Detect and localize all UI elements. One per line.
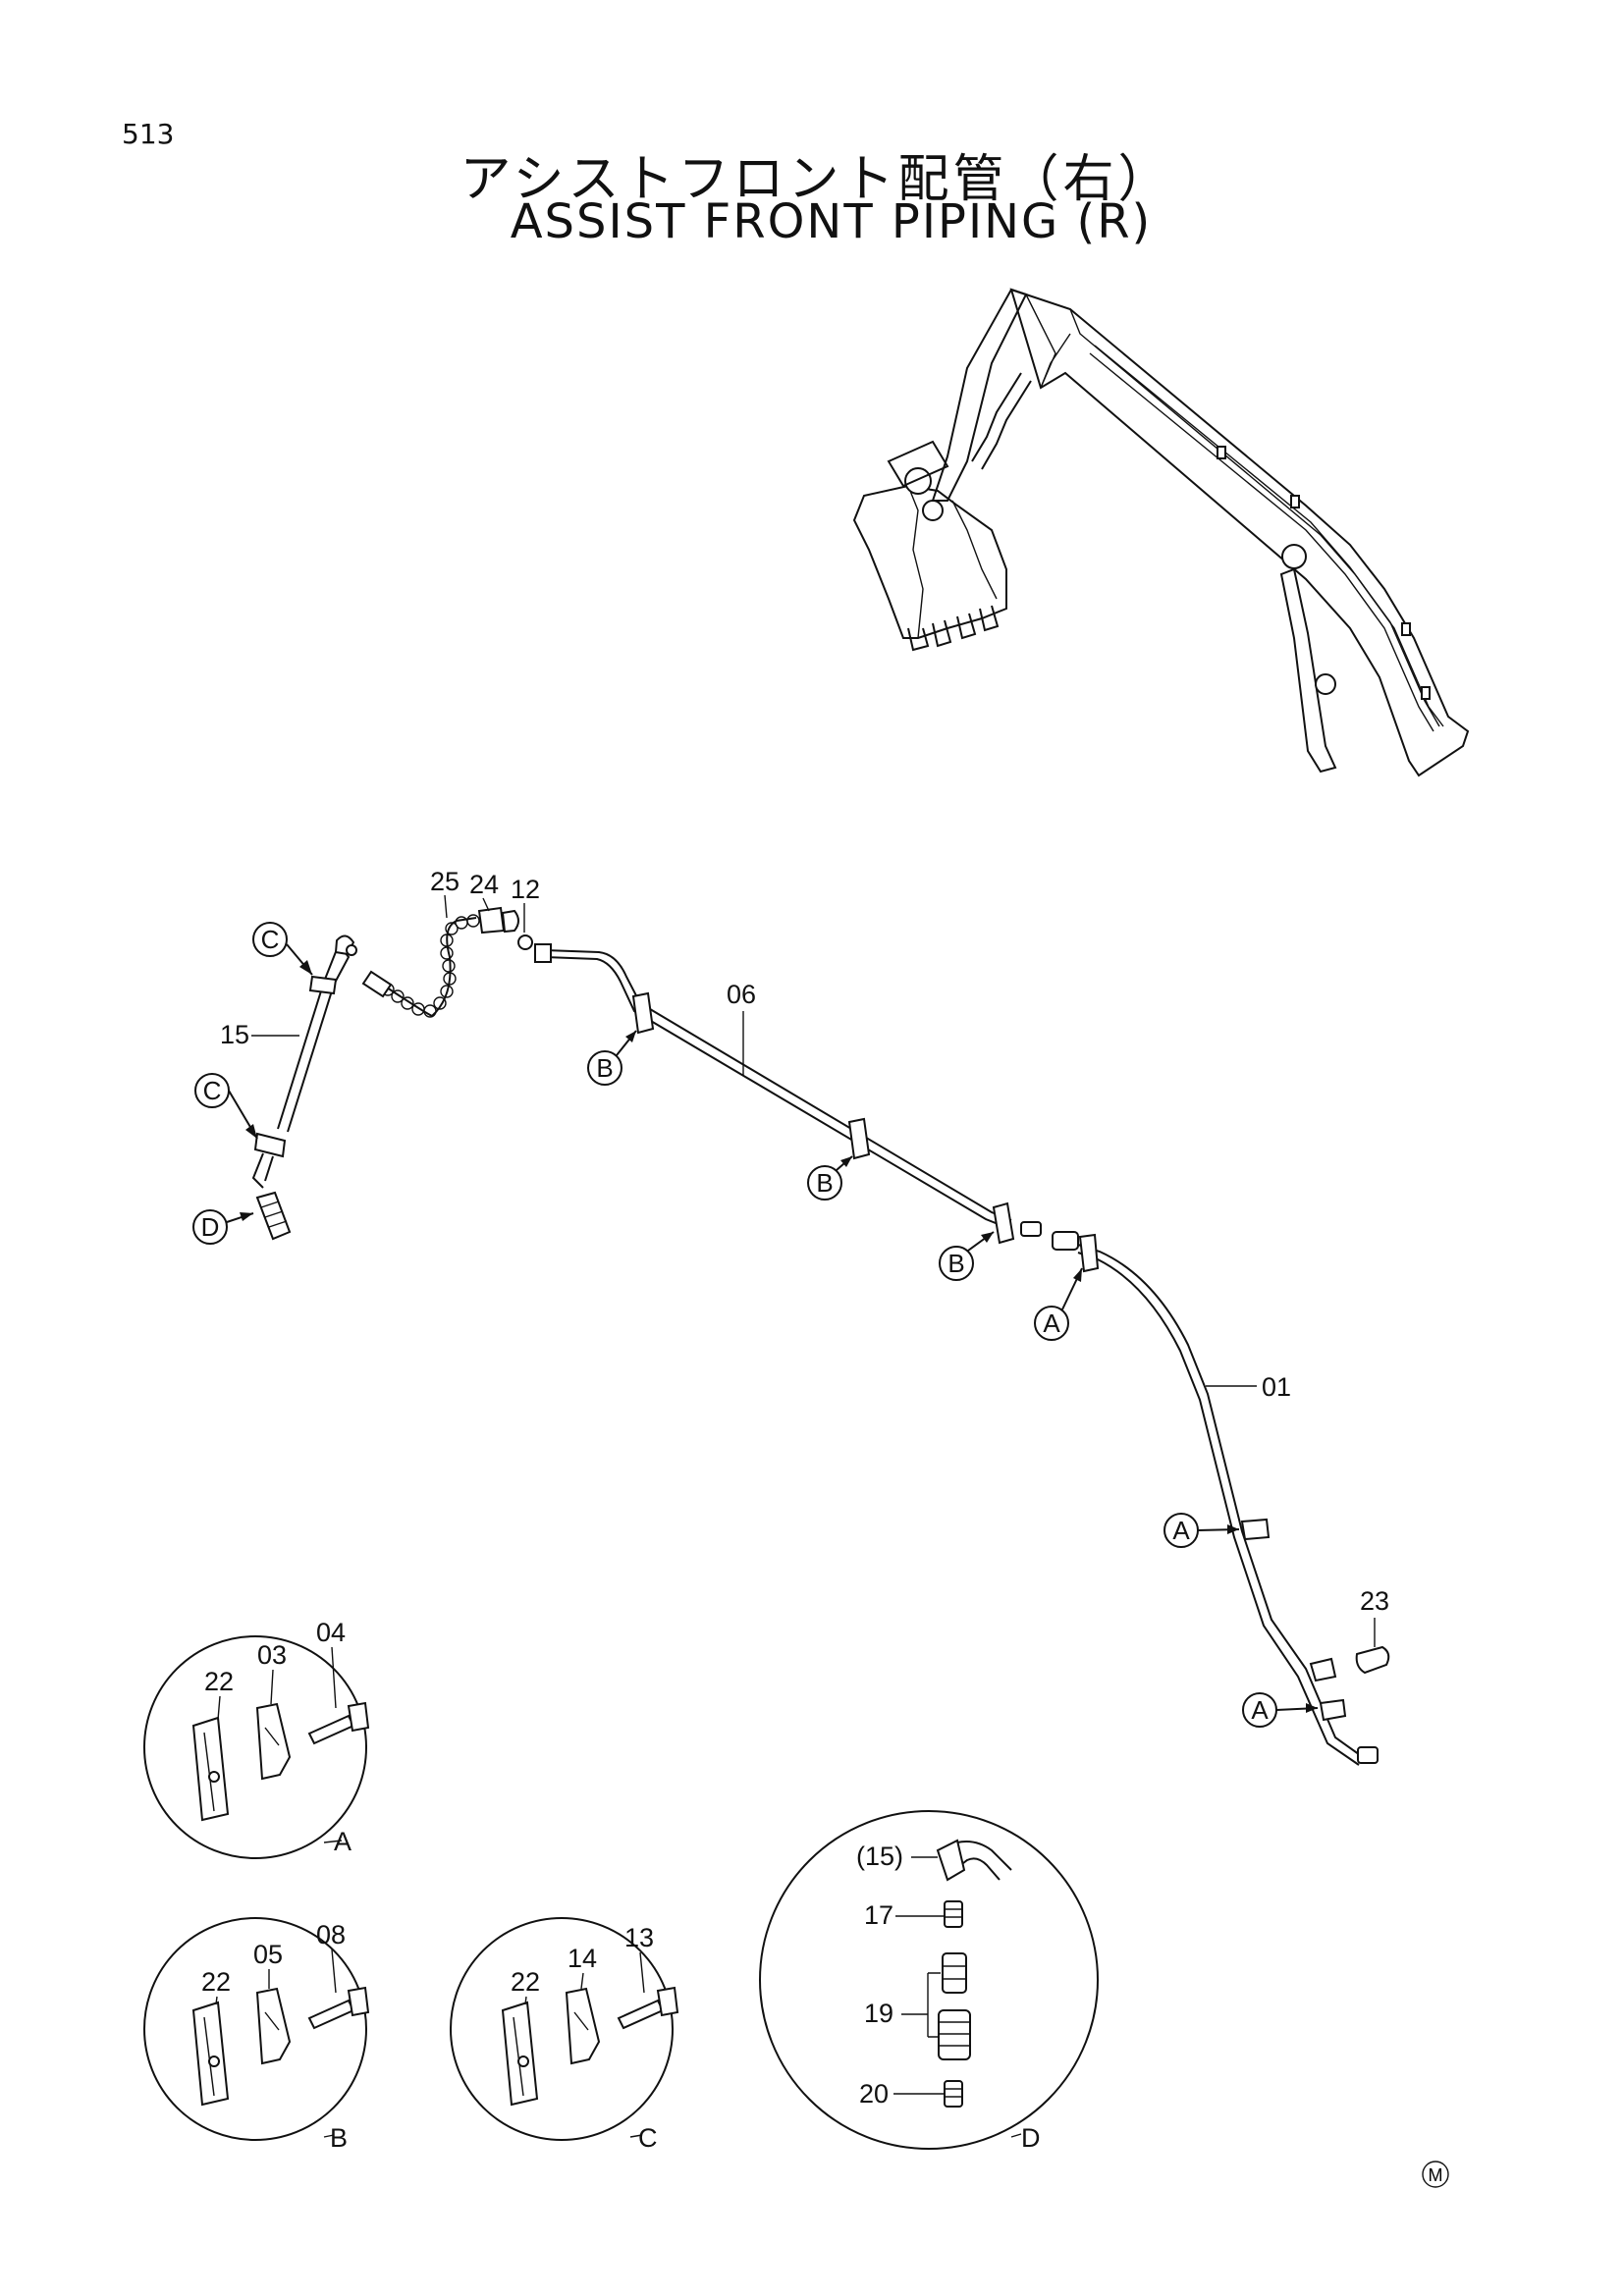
callout-a-3: A	[1251, 1695, 1269, 1725]
detail-c: 22 14 13 C	[450, 1917, 679, 2153]
mark-letter: M	[1429, 2165, 1443, 2185]
detail-c-part-label-14: 14	[568, 1944, 597, 1973]
detail-d-part-label-15-ref: (15)	[856, 1842, 903, 1871]
part-label-25: 25	[430, 867, 460, 896]
detail-a-part-label-22: 22	[204, 1667, 234, 1696]
detail-a-label: A	[334, 1827, 352, 1856]
detail-b: 22 05 08 B	[143, 1917, 370, 2153]
detail-b-part-label-08: 08	[316, 1920, 346, 1949]
callout-d: D	[201, 1212, 220, 1242]
detail-a: 22 03 04 A	[143, 1618, 370, 1859]
callout-b-2: B	[816, 1168, 833, 1198]
hose-15	[251, 934, 357, 1241]
callout-b-1: B	[596, 1053, 613, 1083]
part-label-06: 06	[727, 980, 756, 1009]
part-label-23: 23	[1360, 1586, 1389, 1616]
detail-b-part-label-22: 22	[201, 1967, 231, 1997]
detail-c-part-label-22: 22	[511, 1967, 540, 1997]
callout-b-3: B	[947, 1249, 964, 1278]
part-label-12: 12	[511, 875, 540, 904]
detail-d: (15) 17 19 20 D	[759, 1810, 1099, 2153]
part-label-15: 15	[220, 1020, 249, 1049]
detail-b-label: B	[330, 2123, 348, 2153]
page-title-english: ASSIST FRONT PIPING (R)	[510, 194, 1153, 249]
detail-a-part-label-03: 03	[257, 1640, 287, 1670]
callout-a-1: A	[1043, 1308, 1060, 1338]
pipe-01	[1077, 1233, 1390, 1766]
page-number: 513	[122, 118, 175, 150]
detail-b-part-label-05: 05	[253, 1940, 283, 1969]
detail-c-label: C	[638, 2123, 658, 2153]
hose-25-spiral	[361, 906, 533, 1018]
part-number-labels: 25 24 12 15 06 01 23	[220, 867, 1389, 1647]
callout-c-upper: C	[261, 925, 280, 954]
page-title-japanese: アシストフロント配管（右）	[460, 150, 1173, 209]
part-label-01: 01	[1262, 1372, 1291, 1402]
callout-a-2: A	[1172, 1516, 1190, 1545]
callout-circles: C C D B B B A A A	[192, 922, 1319, 1728]
detail-d-part-label-19: 19	[864, 1999, 893, 2028]
excavator-overview-drawing	[852, 288, 1470, 777]
detail-d-part-label-17: 17	[864, 1900, 893, 1930]
part-label-24: 24	[469, 870, 499, 899]
detail-c-part-label-13: 13	[624, 1923, 654, 1952]
pipe-06	[534, 943, 1079, 1251]
callout-c-lower: C	[203, 1076, 222, 1105]
circled-m-mark: M	[1422, 2161, 1449, 2188]
detail-d-label: D	[1021, 2123, 1041, 2153]
detail-d-part-label-20: 20	[859, 2079, 889, 2109]
detail-a-part-label-04: 04	[316, 1618, 346, 1647]
